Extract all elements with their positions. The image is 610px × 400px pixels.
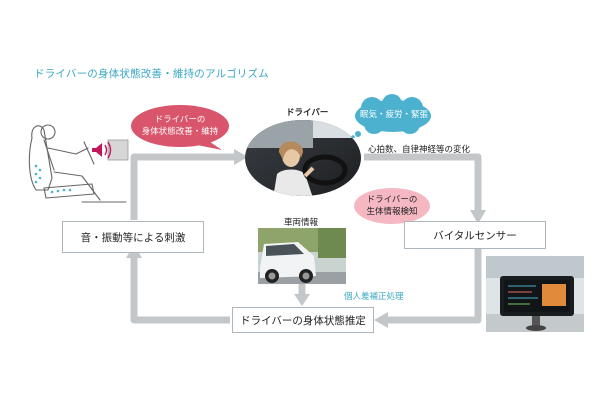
arrow-estimation-to-stimulus: [130, 256, 230, 324]
arrowhead-sensor: [470, 210, 486, 224]
correction-label: 個人差補正処理: [344, 292, 404, 302]
driver-photo: [245, 120, 361, 196]
bubble-detect-line2: 生体情報検知: [366, 207, 418, 217]
arrowhead-driver: [234, 149, 248, 165]
arrow-stimulus-to-driver: [130, 153, 236, 220]
diagram-title: ドライバーの身体状態改善・維持のアルゴリズム: [34, 68, 269, 80]
bubble-improve-shape: [131, 105, 229, 150]
bubble-improve: ドライバーの 身体状態改善・維持: [132, 114, 228, 138]
seat-illustration: [28, 124, 129, 203]
bubble-detect: ドライバーの 生体情報検知: [354, 194, 430, 218]
arrowhead-vehicle: [294, 294, 310, 306]
bubble-improve-line1: ドライバーの: [154, 115, 206, 125]
vital-sensor-box: バイタルセンサー: [404, 221, 546, 249]
estimation-box: ドライバーの身体状態推定: [232, 307, 374, 333]
bubble-states-shape: [351, 94, 431, 138]
bubble-detect-line1: ドライバーの: [366, 195, 418, 205]
arrow-driver-to-sensor: [364, 153, 482, 212]
bubble-states: 眠気・疲労・緊張: [359, 110, 428, 120]
arrow-sensor-to-estimation: [386, 248, 482, 324]
vehicle-info-label: 車両情報: [284, 218, 319, 228]
speaker-icon: [92, 141, 112, 159]
vehicle-photo: [258, 228, 346, 284]
bubble-improve-line2: 身体状態改善・維持: [141, 127, 219, 137]
arrowhead-estimation: [374, 312, 388, 328]
vital-change-label: 心拍数、自律神経等の変化: [368, 145, 471, 155]
stimulus-box: 音・振動等による刺激: [62, 221, 204, 253]
driver-label: ドライバー: [286, 108, 329, 118]
sensor-device-photo: [486, 256, 584, 332]
